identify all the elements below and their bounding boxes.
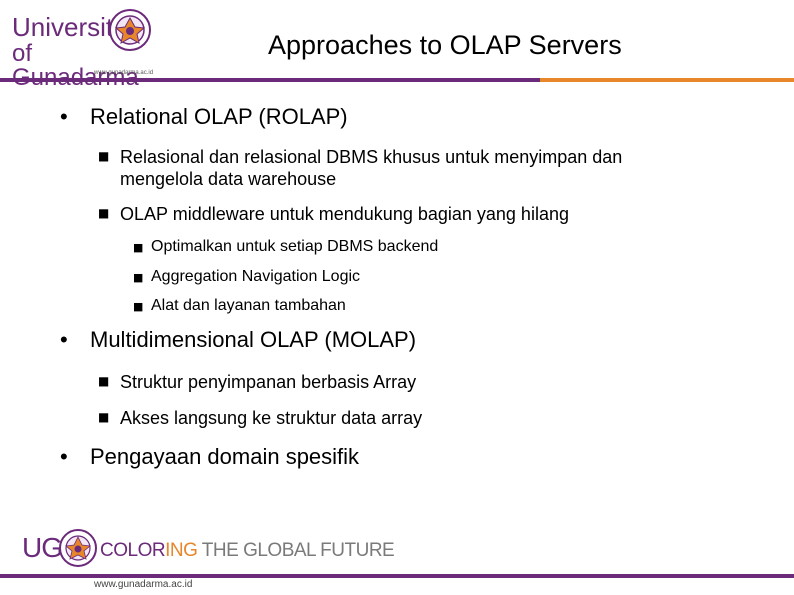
slide-title: Approaches to OLAP Servers	[268, 30, 622, 60]
bullet-dot-icon: •	[60, 327, 68, 352]
logo-line1: University	[12, 12, 127, 42]
footer-tagline: COLORING THE GLOBAL FUTURE	[100, 540, 395, 561]
logo-line2: of Gunadarma	[12, 40, 139, 90]
university-seal-icon	[59, 529, 97, 567]
footer-divider	[0, 574, 794, 578]
bullet-dot-icon: •	[60, 104, 68, 129]
footer-url: www.gunadarma.ac.id	[94, 579, 193, 590]
ug-logo-text: UG	[22, 532, 63, 563]
university-seal-icon	[109, 9, 151, 51]
footer-branding: UG COLORING THE GLOBAL FUTURE	[22, 526, 442, 567]
square-bullet-icon: ■	[98, 410, 110, 424]
square-bullet-icon: ■	[98, 149, 110, 163]
square-bullet-icon: ■	[133, 300, 144, 313]
square-bullet-icon: ■	[98, 374, 110, 388]
sub-bullet-line2: mengelola data warehouse	[120, 169, 337, 189]
square-bullet-icon: ■	[133, 241, 144, 254]
university-logo: University of Gunadarma www.gunadarma.ac…	[10, 8, 160, 90]
sub-bullet-line1: Relasional dan relasional DBMS khusus un…	[120, 147, 623, 167]
logo-url: www.gunadarma.ac.id	[94, 70, 154, 76]
bullet-dot-icon: •	[60, 444, 68, 469]
header-divider	[0, 78, 794, 82]
square-bullet-icon: ■	[133, 271, 144, 284]
square-bullet-icon: ■	[98, 206, 110, 220]
